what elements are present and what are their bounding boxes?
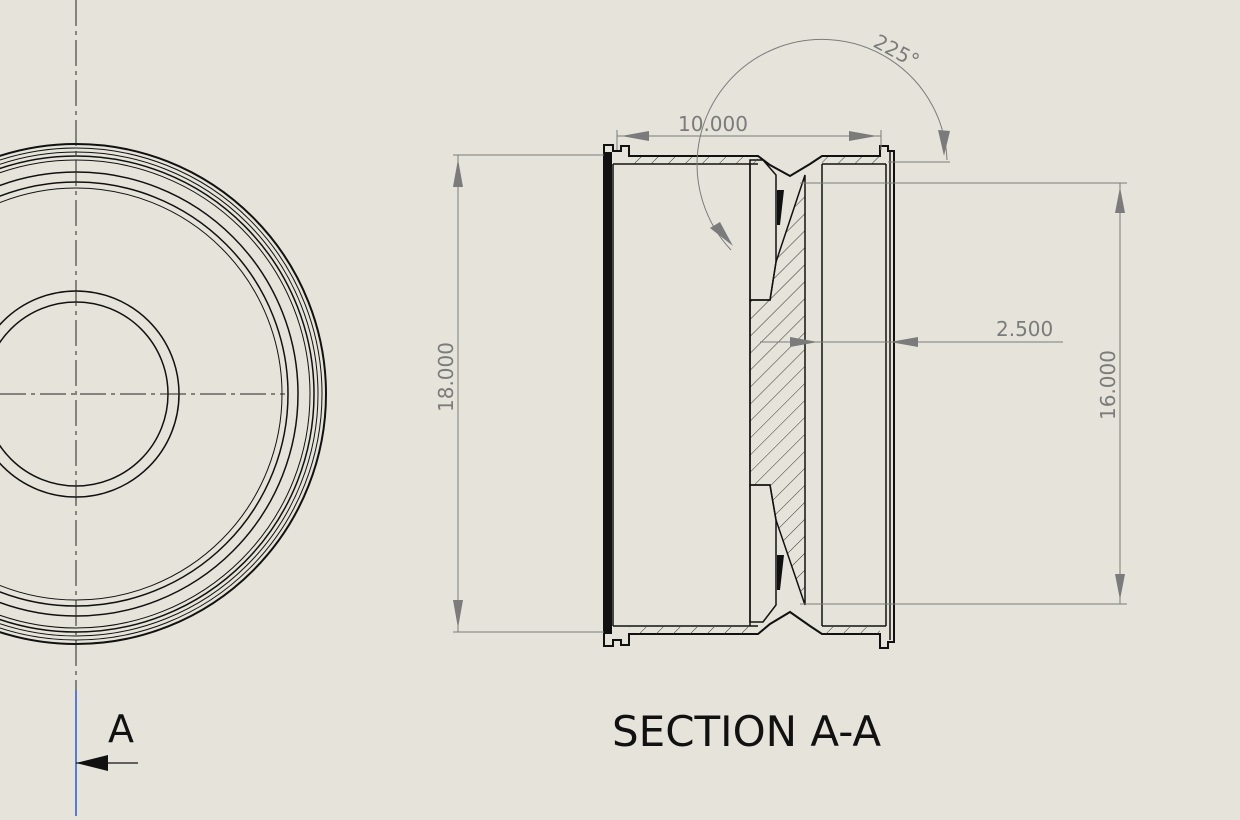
hub-hatch	[749, 174, 806, 606]
center-lines	[0, 0, 285, 690]
dim-overall-diameter: 18.000	[434, 342, 458, 412]
dim-width: 10.000	[678, 112, 748, 136]
dim-angle: 225°	[870, 29, 924, 73]
cut-label: A	[108, 707, 134, 751]
section-title: SECTION A-A	[612, 707, 881, 756]
left-bead	[605, 152, 612, 634]
rim-profile	[603, 144, 895, 649]
dim-offset: 2.500	[996, 317, 1053, 341]
section-cut-indicator: A	[75, 690, 138, 816]
dim-inner-diameter: 16.000	[1096, 350, 1120, 420]
dimension-arrows	[453, 130, 1125, 628]
section-view	[603, 144, 895, 649]
